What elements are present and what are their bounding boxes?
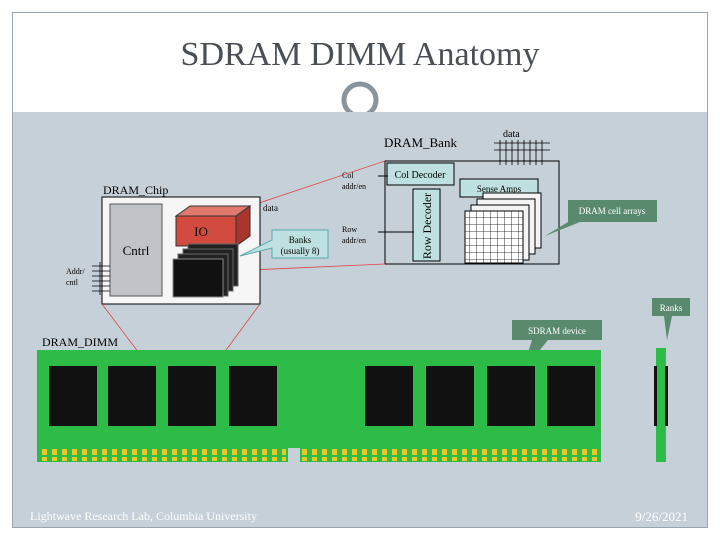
col-decoder [386, 162, 455, 186]
dimm-chip [168, 366, 216, 426]
zoom-line-top [249, 160, 386, 207]
cell-array-stack [464, 192, 542, 264]
addr-cntl-pins [92, 262, 110, 295]
title-ornament [13, 78, 707, 122]
col-decoder-label: Col Decoder [395, 170, 446, 181]
sdram-device-label: SDRAM device [528, 326, 586, 336]
data-chip-label: data [263, 203, 278, 213]
ranks-callout: Ranks [652, 298, 690, 340]
banks-label-line2: (usually 8) [281, 246, 320, 256]
footer-left: Lightwave Research Lab, Columbia Univers… [30, 509, 257, 523]
dimm-chip [49, 366, 97, 426]
dimm-chip [426, 366, 474, 426]
dram-dimm-label: DRAM_DIMM [42, 335, 118, 349]
io-label: IO [194, 224, 208, 239]
data-top-label: data [503, 129, 520, 140]
row-decoder-label: Row Decoder [420, 193, 434, 259]
banks-stack [172, 243, 239, 298]
sdram-device-callout: SDRAM device [512, 320, 602, 372]
dimm-chip [547, 366, 595, 426]
dimm-side-view [654, 348, 668, 462]
dimm-chip [365, 366, 413, 426]
cntrl-block [109, 203, 163, 297]
cell-arrays-callout: DRAM cell arrays [545, 200, 657, 236]
cntrl-label: Cntrl [123, 243, 150, 258]
addr-cntl-label: Addr/cntl [66, 267, 85, 287]
dram-bank-outline [384, 160, 560, 265]
dimm-chip [229, 366, 277, 426]
zoom-line-bottom [249, 263, 386, 271]
dimm-chip [108, 366, 156, 426]
dimm-chip [487, 366, 535, 426]
dram-bank-label: DRAM_Bank [384, 135, 457, 150]
sense-amps-label: Sense Amps [477, 184, 522, 194]
footer-right: 9/26/2021 [635, 509, 688, 524]
dram-chip-label: DRAM_Chip [103, 183, 168, 197]
row-decoder [412, 188, 441, 262]
slide-frame [12, 12, 708, 528]
banks-label-line1: Banks [289, 235, 312, 245]
dimm-chips [49, 366, 595, 426]
slide-title: SDRAM DIMM Anatomy [180, 36, 540, 73]
ranks-label: Ranks [660, 303, 683, 313]
io-block [174, 205, 252, 247]
banks-callout: Banks (usually 8) [239, 229, 329, 259]
footer-band [13, 498, 707, 527]
cell-arrays-label: DRAM cell arrays [579, 206, 646, 216]
